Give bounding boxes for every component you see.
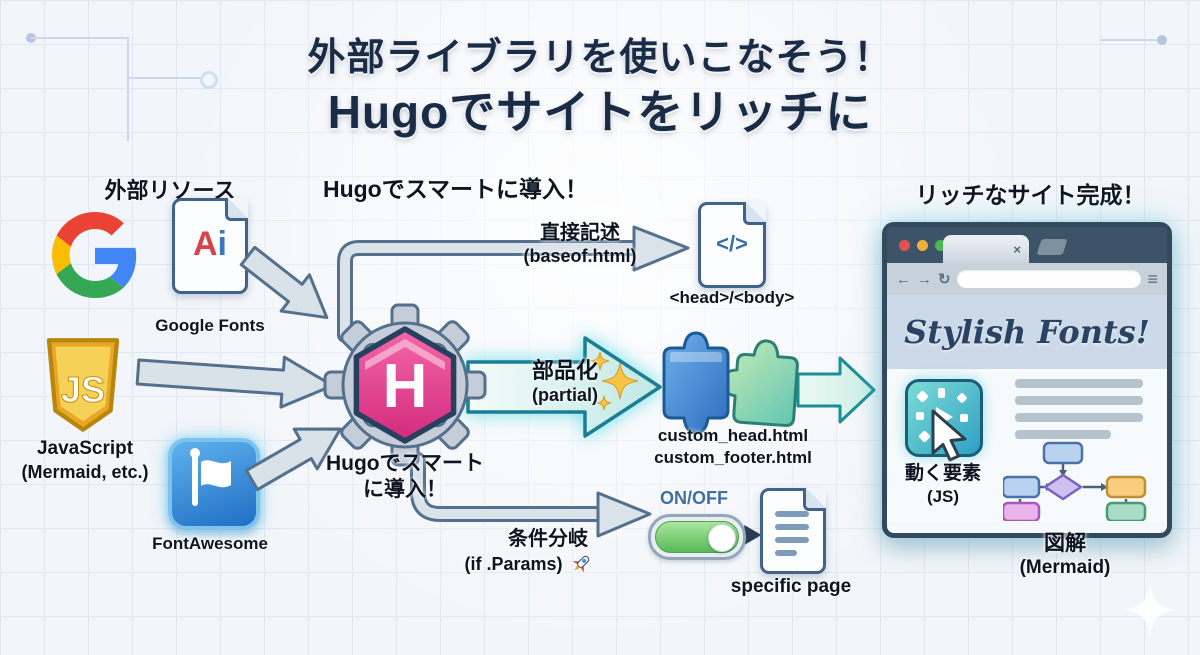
circuit-node-dot (1157, 35, 1167, 45)
browser-hero-band: Stylish Fonts! (887, 295, 1167, 369)
feature-js-label-line1: 動く要素 (904, 463, 981, 484)
toggle-knob (708, 524, 736, 552)
browser-window: × ← → ↻ ≡ Stylish Fonts! (882, 222, 1172, 538)
sparkles-icon (590, 351, 639, 411)
fontawesome-flag-icon (168, 438, 260, 530)
text-line-placeholder (1015, 379, 1143, 388)
circuit-node-ring (200, 71, 218, 89)
circuit-line (129, 77, 201, 79)
traffic-light-green-icon (935, 240, 946, 251)
arrow-javascript-to-hugo (135, 355, 335, 409)
conditional-label: 条件分岐 (508, 528, 588, 550)
url-bar (956, 270, 1142, 288)
reload-icon: ↻ (938, 271, 951, 288)
traffic-light-yellow-icon (917, 240, 928, 251)
menu-icon: ≡ (1147, 268, 1158, 289)
rocket-icon (572, 555, 589, 573)
js-shield-icon: JS (46, 338, 120, 432)
partial-label: 部品化 (531, 358, 598, 383)
arrow-googlefonts-to-hugo (239, 245, 329, 320)
circuit-line (127, 37, 129, 141)
cursor-icon (931, 409, 967, 462)
direct-sublabel: (baseof.html) (523, 246, 637, 266)
browser-toolbar: ← → ↻ ≡ (887, 263, 1167, 295)
direct-label: 直接記述 (540, 222, 620, 244)
hugo-heading: Hugoでスマートに導入！ (322, 176, 589, 202)
forward-icon: → (917, 270, 932, 288)
hugo-caption-line1: Hugoでスマート (325, 452, 485, 475)
feature-js-label-line2: (JS) (926, 487, 960, 506)
js-shield-letters: JS (61, 369, 105, 410)
toggle-onoff-label: ON/OFF (660, 488, 728, 508)
folded-corner (225, 198, 248, 221)
conditional-result-label: specific page (730, 576, 852, 597)
puzzle-piece-blue (662, 331, 730, 435)
circuit-line (31, 37, 129, 39)
folded-corner (743, 202, 766, 225)
tab-close-icon: × (1013, 241, 1021, 257)
text-line-placeholder (1015, 413, 1143, 422)
result-heading: リッチなサイト完成！ (915, 182, 1146, 208)
mermaid-flowchart-icon (1003, 441, 1147, 521)
font-file-letter-a: A (192, 225, 218, 263)
font-file-letter-i: i (217, 225, 227, 263)
code-file-icon: </> (698, 202, 766, 288)
google-fonts-label: Google Fonts (155, 316, 265, 335)
partial-files-line2: custom_footer.html (654, 448, 812, 467)
circuit-line (1101, 39, 1159, 41)
code-file-glyph: </> (716, 231, 748, 256)
text-line-placeholder (1015, 396, 1143, 405)
toggle-track (655, 521, 739, 553)
toggle-switch-icon (648, 514, 746, 560)
arrow-fontawesome-to-hugo (245, 427, 342, 492)
hugo-caption-line2: に導入！ (363, 478, 447, 501)
back-icon: ← (896, 270, 911, 288)
conditional-sublabel: (if .Params) (428, 553, 628, 575)
hugo-logo-letter: H (383, 352, 428, 421)
folded-corner (803, 488, 826, 511)
font-file-icon: Ai (172, 198, 248, 294)
pipe-conditional-path (410, 452, 652, 538)
page-title-line2: Hugoでサイトをリッチに (327, 86, 873, 138)
sparkle-decoration-icon (1122, 582, 1178, 638)
partial-sublabel: (partial) (531, 385, 598, 405)
google-g-icon (52, 212, 137, 298)
browser-titlebar: × (887, 227, 1167, 263)
puzzle-piece-green (719, 339, 799, 427)
browser-content: 動く要素 (JS) (887, 369, 1167, 523)
feature-diagram-label-line2: (Mermaid) (1019, 557, 1111, 578)
direct-result-label: <head>/<body> (669, 288, 795, 307)
specific-page-icon (760, 488, 826, 574)
feature-diagram-label-line1: 図解 (1044, 532, 1086, 555)
partial-files-line1: custom_head.html (657, 426, 809, 445)
stylish-fonts-text: Stylish Fonts! (904, 313, 1150, 351)
page-title-line1: 外部ライブラリを使いこなそう！ (307, 37, 893, 79)
traffic-light-red-icon (899, 240, 910, 251)
conditional-sublabel-text: (if .Params) (464, 554, 563, 574)
pipe-direct-path (337, 225, 690, 343)
fontawesome-label: FontAwesome (152, 534, 268, 553)
arrow-partial-to-browser (796, 356, 876, 424)
browser-tab: × (943, 235, 1029, 263)
puzzle-pieces-icon (662, 331, 799, 435)
javascript-label-line1: JavaScript (36, 438, 134, 459)
arrow-partial (466, 336, 662, 438)
text-line-placeholder (1015, 430, 1111, 439)
hugo-logo-icon: H (323, 303, 487, 467)
new-tab-button-icon (1036, 239, 1068, 255)
javascript-label-line2: (Mermaid, etc.) (21, 462, 149, 482)
